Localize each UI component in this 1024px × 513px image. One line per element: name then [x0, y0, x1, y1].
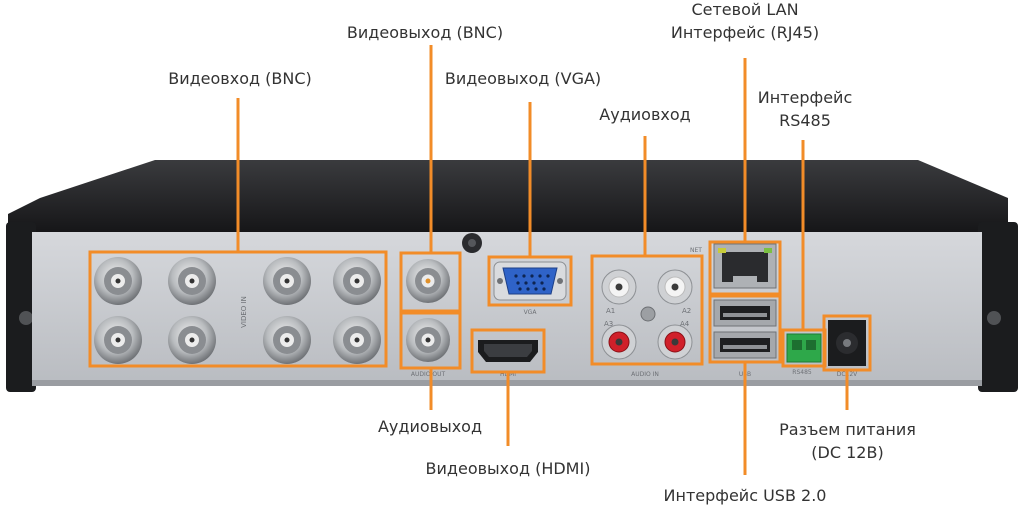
- label-video-out-bnc: Видеовыход (BNC): [346, 23, 504, 42]
- chassis-left-ear: [6, 222, 36, 392]
- label-rs485-line2: RS485: [779, 111, 831, 130]
- rj45-connector: [713, 243, 777, 289]
- label-audio-in: Аудиовход: [599, 105, 691, 124]
- dc-power-jack: [828, 320, 866, 366]
- label-lan-line1: Сетевой LAN: [691, 0, 799, 19]
- panel-screw: [640, 306, 656, 322]
- rca-white-connector: [657, 269, 693, 305]
- panel-print-audio-out: AUDIO OUT: [411, 371, 446, 378]
- bnc-connector: [168, 257, 216, 305]
- bnc-connector: [94, 316, 142, 364]
- chassis-top: [8, 160, 1008, 232]
- bnc-connector: [94, 257, 142, 305]
- usb-connectors: [713, 299, 777, 359]
- bnc-connector: [333, 316, 381, 364]
- bnc-connector: [333, 257, 381, 305]
- bnc-video-output: [406, 259, 450, 303]
- bnc-connector: [263, 316, 311, 364]
- left-ear-screw: [19, 311, 33, 325]
- label-audio-out: Аудиовыход: [377, 417, 483, 436]
- rca-audio-inputs: A1 A2 A3 A4: [601, 269, 693, 360]
- leader-lines: [236, 45, 849, 475]
- rs485-terminal: [786, 333, 822, 363]
- panel-print-vga: VGA: [524, 309, 538, 316]
- label-video-out-vga: Видеовыход (VGA): [444, 69, 602, 88]
- label-lan-line2: Интерфейс (RJ45): [670, 23, 820, 42]
- label-rs485-line1: Интерфейс: [757, 88, 853, 107]
- bnc-connector: [168, 316, 216, 364]
- box-audio-in: [590, 254, 704, 366]
- svg-text:A4: A4: [680, 320, 690, 328]
- right-ear-screw: [987, 311, 1001, 325]
- panel-print-video-in: VIDEO IN: [240, 296, 248, 328]
- bnc-connector: [263, 257, 311, 305]
- bnc-video-inputs: VIDEO IN: [94, 257, 381, 364]
- rca-white-connector: [601, 269, 637, 305]
- label-usb: Интерфейс USB 2.0: [663, 486, 827, 505]
- panel-print-audio-in: AUDIO IN: [631, 371, 659, 378]
- bnc-audio-output: [406, 318, 450, 362]
- panel-print-net: NET: [690, 247, 702, 254]
- vga-connector: [493, 261, 567, 301]
- label-power-line1: Разъем питания: [779, 420, 916, 439]
- svg-text:A1: A1: [606, 307, 615, 315]
- rca-red-connector: [601, 324, 637, 360]
- panel-print-rs485: RS485: [792, 369, 812, 376]
- chassis-right-ear: [978, 222, 1018, 392]
- label-video-out-hdmi: Видеовыход (HDMI): [425, 459, 591, 478]
- label-power-line2: (DC 12В): [811, 443, 884, 462]
- svg-text:A2: A2: [682, 307, 691, 315]
- label-video-in-bnc: Видеовход (BNC): [168, 69, 312, 88]
- svg-text:A3: A3: [604, 320, 613, 328]
- rca-red-connector: [657, 324, 693, 360]
- hdmi-connector: [478, 340, 538, 362]
